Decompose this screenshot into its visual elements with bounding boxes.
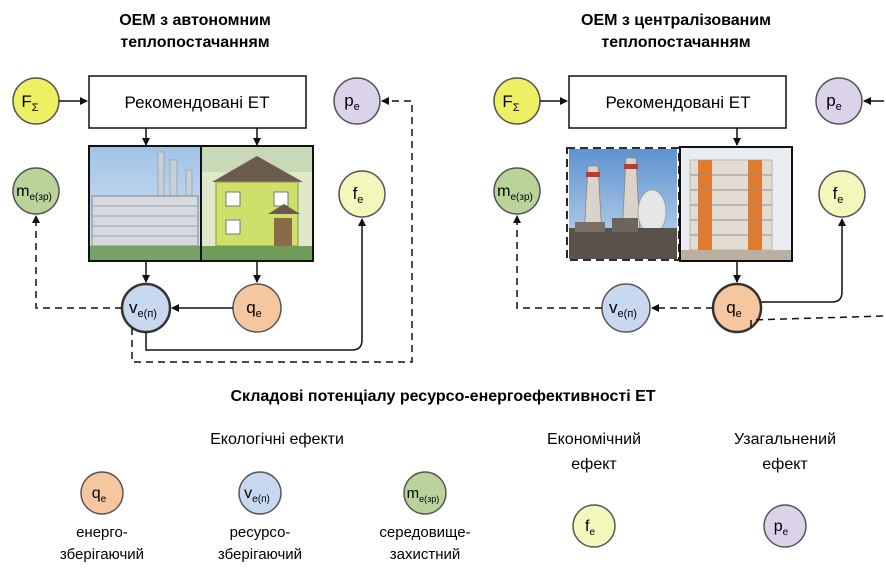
legend-q-node xyxy=(80,471,124,515)
svg-text:pe: pe xyxy=(826,91,842,113)
v-symbol-left: v xyxy=(129,298,138,317)
f-sigma-node-right xyxy=(493,77,541,125)
svg-text:ve(п): ve(п) xyxy=(609,298,637,320)
svg-text:FΣ: FΣ xyxy=(21,92,38,114)
svg-text:fe: fe xyxy=(833,184,844,206)
f-sub-right: e xyxy=(837,194,843,206)
legend-v-sub: e(п) xyxy=(252,494,270,505)
f-sigma-sub-right: Σ xyxy=(513,102,520,114)
legend-f-symbol: f xyxy=(585,518,590,535)
m-node-right xyxy=(493,167,541,215)
legend-m-label-line1: середовище- xyxy=(379,524,470,541)
svg-text:me(зр): me(зр) xyxy=(497,183,533,203)
legend-m-symbol: m xyxy=(407,485,420,502)
p-node-left xyxy=(333,77,381,125)
q-symbol-right: q xyxy=(726,298,735,317)
legend-f-node xyxy=(572,504,616,548)
autonomous-boiler-image xyxy=(90,147,200,260)
m-sub-left: e(зр) xyxy=(29,192,51,203)
legend-q-label-line1: енерго- xyxy=(76,524,128,541)
legend-q-label-line2: зберігаючий xyxy=(60,546,144,563)
v-symbol-right: v xyxy=(609,298,618,317)
recommended-box-right xyxy=(568,75,787,129)
legend-p-symbol: p xyxy=(774,518,783,535)
legend-q-symbol: q xyxy=(92,485,101,502)
house-image xyxy=(202,147,312,260)
right-title-line2: теплопостачанням xyxy=(601,34,750,51)
recommended-label-left: Рекомендовані ЕТ xyxy=(125,93,270,112)
legend-v-symbol: v xyxy=(244,485,252,502)
q-symbol-left: q xyxy=(246,298,255,317)
legend-v-label-line1: ресурсо- xyxy=(230,524,291,541)
legend-v-label-line2: зберігаючий xyxy=(218,546,302,563)
q-sub-left: e xyxy=(256,308,262,320)
svg-text:FΣ: FΣ xyxy=(502,92,519,114)
p-symbol-left: p xyxy=(344,91,353,110)
m-symbol-left: m xyxy=(16,183,29,200)
v-sub-left: e(п) xyxy=(138,308,157,320)
f-symbol-right: f xyxy=(833,184,838,203)
f-node-right xyxy=(818,170,866,218)
svg-text:me(зр): me(зр) xyxy=(407,485,440,504)
left-diagram: FΣ Рекомендовані ЕТ xyxy=(12,75,413,363)
left-title-line1: ОЕМ з автономним xyxy=(119,12,271,29)
svg-text:fe: fe xyxy=(585,518,595,538)
ecological-heading: Екологічні ефекти xyxy=(210,431,344,448)
economic-heading-line2: ефект xyxy=(571,456,617,473)
legend-p-sub: e xyxy=(783,527,789,538)
general-heading-line1: Узагальнений xyxy=(734,431,836,448)
m-sub-right: e(зр) xyxy=(510,192,532,203)
legend-m-label-line2: захистний xyxy=(390,546,461,563)
chp-plant-image xyxy=(569,149,677,259)
legend-m-node xyxy=(403,471,447,515)
f-sigma-symbol-left: F xyxy=(21,92,31,111)
m-node-left xyxy=(12,167,60,215)
q-sub-right: e xyxy=(736,308,742,320)
svg-text:qe: qe xyxy=(726,298,742,320)
legend-f-sub: e xyxy=(589,527,595,538)
f-node-left xyxy=(338,170,386,218)
svg-text:qe: qe xyxy=(92,485,107,505)
svg-text:ve(п): ve(п) xyxy=(129,298,157,320)
p-sub-right: e xyxy=(836,101,842,113)
svg-text:qe: qe xyxy=(246,298,262,320)
section-title: Складові потенціалу ресурсо-енергоефекти… xyxy=(230,388,655,405)
f-sub-left: e xyxy=(357,194,363,206)
f-sigma-symbol-right: F xyxy=(502,92,512,111)
economic-heading-line1: Економічний xyxy=(547,431,641,448)
f-sigma-node-left xyxy=(12,77,60,125)
right-title-line1: ОЕМ з централізованим xyxy=(581,12,771,29)
legend-m-sub: e(зр) xyxy=(419,494,439,504)
f-sigma-sub-left: Σ xyxy=(32,102,39,114)
v-sub-right: e(п) xyxy=(618,308,637,320)
left-title-line2: теплопостачанням xyxy=(120,34,269,51)
p-sub-left: e xyxy=(354,101,360,113)
svg-text:pe: pe xyxy=(344,91,360,113)
legend-p-node xyxy=(763,504,807,548)
svg-text:ve(п): ve(п) xyxy=(244,485,270,505)
legend-v-node xyxy=(238,471,282,515)
recommended-box-left xyxy=(88,75,307,129)
svg-text:me(зр): me(зр) xyxy=(16,183,52,203)
f-symbol-left: f xyxy=(353,184,358,203)
svg-text:fe: fe xyxy=(353,184,364,206)
p-node-right xyxy=(815,77,863,125)
svg-text:pe: pe xyxy=(774,518,789,538)
apartment-building-image xyxy=(681,148,791,260)
general-heading-line2: ефект xyxy=(762,456,808,473)
m-symbol-right: m xyxy=(497,183,510,200)
recommended-label-right: Рекомендовані ЕТ xyxy=(606,93,751,112)
right-diagram: FΣ Рекомендовані ЕТ xyxy=(493,75,885,334)
legend-q-sub: e xyxy=(101,494,107,505)
p-symbol-right: p xyxy=(826,91,835,110)
